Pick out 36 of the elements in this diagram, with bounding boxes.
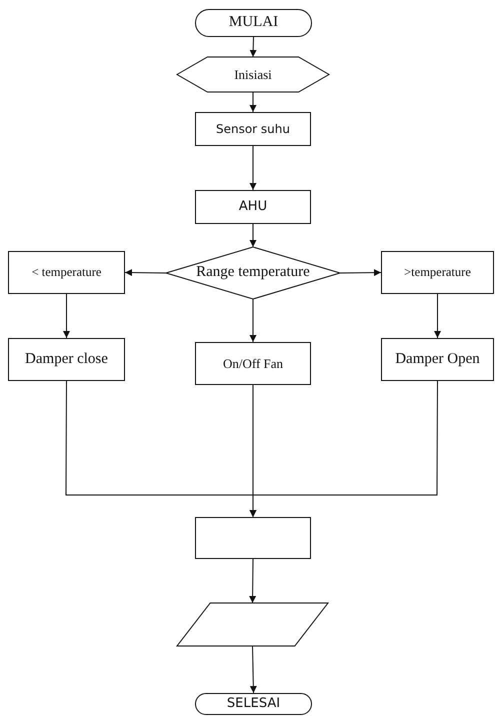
node-label: SELESAI bbox=[226, 697, 280, 711]
arrow bbox=[250, 646, 257, 694]
node-label: On/Off Fan bbox=[222, 356, 284, 370]
preparation-hexagon bbox=[177, 57, 329, 92]
node-label: < temperature bbox=[32, 266, 102, 280]
arrow bbox=[340, 269, 382, 276]
arrow bbox=[124, 269, 166, 276]
terminator-shape bbox=[195, 9, 312, 37]
node-label: >temperature bbox=[404, 266, 471, 280]
process-box bbox=[381, 338, 494, 381]
node-label: AHU bbox=[238, 200, 268, 214]
data-parallelogram bbox=[177, 603, 328, 646]
decision-diamond bbox=[166, 247, 340, 299]
arrow bbox=[250, 298, 256, 342]
node-label: Inisiasi bbox=[234, 68, 272, 82]
process-box bbox=[8, 338, 125, 381]
arrow bbox=[250, 380, 438, 518]
node-label: Damper close bbox=[25, 352, 108, 368]
arrow bbox=[250, 92, 256, 112]
arrow bbox=[249, 558, 256, 604]
node-label: MULAI bbox=[228, 15, 278, 31]
process-box bbox=[195, 517, 311, 559]
arrow bbox=[63, 294, 70, 338]
process-box bbox=[195, 190, 311, 224]
node-label: Damper Open bbox=[395, 352, 480, 368]
node-label: Range temperature bbox=[196, 265, 310, 281]
terminator-shape bbox=[195, 693, 312, 715]
process-box bbox=[195, 342, 311, 385]
arrow bbox=[434, 294, 441, 338]
process-box bbox=[8, 251, 125, 294]
process-box bbox=[195, 112, 311, 146]
node-label: Sensor suhu bbox=[216, 122, 290, 136]
arrow bbox=[250, 36, 257, 58]
arrow bbox=[250, 224, 256, 248]
process-box bbox=[381, 251, 494, 294]
arrow bbox=[250, 146, 256, 190]
